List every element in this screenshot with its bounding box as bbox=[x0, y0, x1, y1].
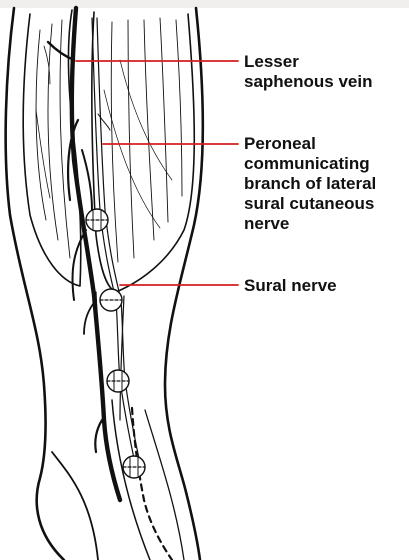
label-line: nerve bbox=[244, 214, 376, 234]
label-line: branch of lateral bbox=[244, 174, 376, 194]
lesser-saphenous-vein bbox=[72, 8, 120, 500]
label-line: Lesser bbox=[244, 52, 372, 72]
lateral-gastrocnemius bbox=[92, 12, 194, 292]
label-line: saphenous vein bbox=[244, 72, 372, 92]
label-sural-nerve: Sural nerve bbox=[244, 276, 337, 296]
label-line: sural cutaneous bbox=[244, 194, 376, 214]
label-line: communicating bbox=[244, 154, 376, 174]
label-line: Sural nerve bbox=[244, 276, 337, 296]
label-line: Peroneal bbox=[244, 134, 376, 154]
leg-outline-right bbox=[165, 8, 203, 560]
label-lesser-saphenous-vein: Lesser saphenous vein bbox=[244, 52, 372, 92]
heel-outline bbox=[52, 452, 98, 560]
label-peroneal-communicating-branch: Peroneal communicating branch of lateral… bbox=[244, 134, 376, 234]
leg-outline-left bbox=[6, 8, 64, 560]
